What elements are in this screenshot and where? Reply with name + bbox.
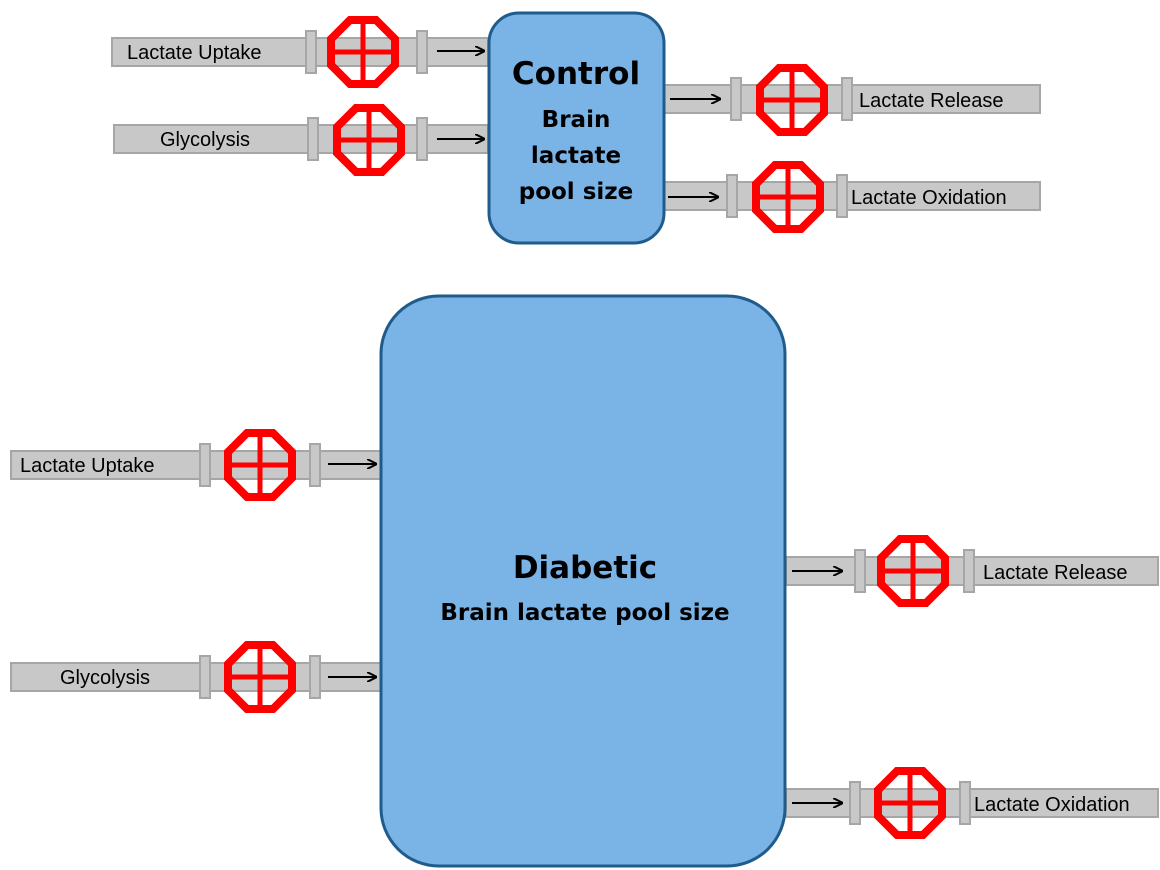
pipe-flange bbox=[836, 174, 848, 218]
control-input-glycolysis: Glycolysis bbox=[113, 104, 489, 176]
pipe-flange bbox=[849, 781, 861, 825]
diabetic-pool-box: Diabetic Brain lactate pool size bbox=[379, 294, 787, 868]
pipe-flange bbox=[726, 174, 738, 218]
box-title: Control bbox=[512, 56, 640, 92]
pipe-label: Glycolysis bbox=[160, 129, 250, 151]
valve-icon bbox=[224, 641, 296, 713]
pool-box-shape bbox=[379, 294, 787, 868]
box-subtitle-line: pool size bbox=[519, 179, 634, 205]
pipe-flange bbox=[305, 30, 317, 74]
pool-box-shape bbox=[487, 11, 666, 245]
pipe-flange bbox=[199, 655, 211, 699]
pipe-flange bbox=[963, 549, 975, 593]
pipe-flange bbox=[854, 549, 866, 593]
pipe-flange bbox=[199, 443, 211, 487]
pipe-flange bbox=[309, 443, 321, 487]
valve-icon bbox=[752, 161, 824, 233]
pipe-flange bbox=[416, 117, 428, 161]
valve-icon bbox=[333, 104, 405, 176]
box-title: Diabetic bbox=[513, 550, 657, 586]
pipe-label: Lactate Release bbox=[859, 90, 1004, 112]
valve-icon bbox=[877, 535, 949, 607]
pipe-label: Lactate Release bbox=[983, 562, 1128, 584]
valve-icon bbox=[224, 429, 296, 501]
pipe-flange bbox=[307, 117, 319, 161]
diabetic-input-lactate-uptake: Lactate Uptake bbox=[10, 429, 383, 501]
control-input-lactate-uptake: Lactate Uptake bbox=[111, 16, 489, 88]
box-subtitle-line: lactate bbox=[531, 143, 621, 169]
control-pool-box: Control Brain lactate pool size bbox=[487, 11, 666, 245]
valve-icon bbox=[756, 64, 828, 136]
pipe-label: Lactate Uptake bbox=[20, 455, 155, 477]
box-subtitle: Brain lactate pool size bbox=[440, 600, 729, 626]
pipe-flange bbox=[730, 77, 742, 121]
valve-icon bbox=[874, 767, 946, 839]
diabetic-output-lactate-oxidation: Lactate Oxidation bbox=[785, 767, 1159, 839]
pipe-flange bbox=[959, 781, 971, 825]
diabetic-section: Lactate Uptake Glycolysis bbox=[10, 294, 1159, 868]
valve-icon bbox=[327, 16, 399, 88]
pipe-flange bbox=[416, 30, 428, 74]
pipe-label: Glycolysis bbox=[60, 667, 150, 689]
pipe bbox=[785, 788, 1159, 818]
control-section: Lactate Uptake Glycolysis bbox=[111, 11, 1041, 245]
diabetic-output-lactate-release: Lactate Release bbox=[785, 535, 1159, 607]
pipe-label: Lactate Oxidation bbox=[974, 794, 1130, 816]
control-output-lactate-release: Lactate Release bbox=[663, 64, 1041, 136]
box-subtitle-line: Brain bbox=[542, 107, 611, 133]
pipe-label: Lactate Oxidation bbox=[851, 187, 1007, 209]
pipe-flange bbox=[309, 655, 321, 699]
pipe-flange bbox=[841, 77, 853, 121]
pipe-label: Lactate Uptake bbox=[127, 42, 262, 64]
diabetic-input-glycolysis: Glycolysis bbox=[10, 641, 383, 713]
control-output-lactate-oxidation: Lactate Oxidation bbox=[663, 161, 1041, 233]
